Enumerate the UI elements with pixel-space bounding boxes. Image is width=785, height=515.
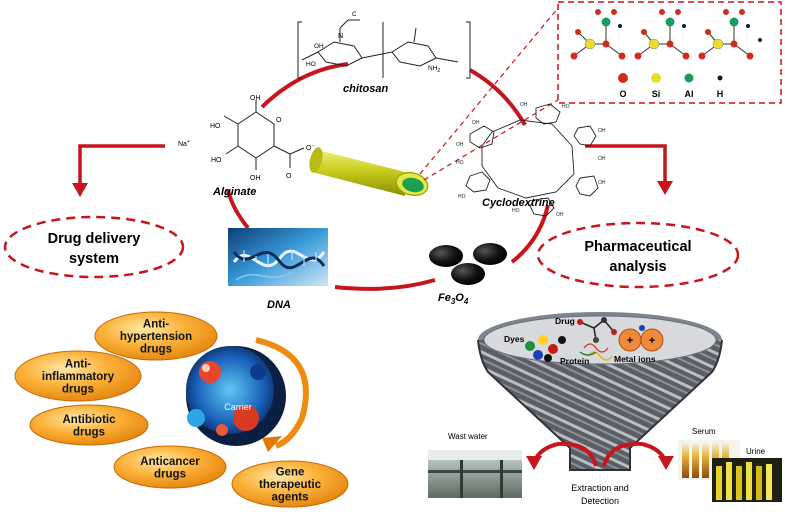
chitosan-label-n: N [338, 33, 343, 40]
cyclodextrine-label: Cyclodextrine [482, 197, 555, 209]
alginate-label-o: O [286, 173, 292, 180]
serum-label: Serum [692, 427, 716, 436]
drug-chip-5-line-3: agents [271, 492, 308, 504]
drug-chip-1-line-1: Anti- [143, 319, 169, 331]
drug-chip-5-line-1: Gene [276, 467, 305, 479]
svg-text:OH: OH [456, 142, 464, 148]
chitosan-label-ch3: C [352, 12, 357, 18]
arrow-to-drug-delivery [72, 144, 165, 197]
drug-chip-3-line-1: Antibiotic [62, 414, 116, 426]
chitosan-label-nh2: NH2 [428, 65, 440, 74]
svg-text:OH: OH [598, 128, 606, 134]
alginate-label-oh-bottom: OH [250, 175, 261, 182]
urine-label: Urine [746, 447, 766, 456]
svg-text:HO: HO [456, 160, 464, 166]
svg-text:HO: HO [458, 194, 466, 200]
carrier-cycle-arrow [255, 337, 309, 452]
chitosan-structure [297, 19, 471, 79]
chitosan-label-oh: OH [314, 43, 324, 50]
legend-swatch-h [717, 75, 723, 81]
alginate-label-ho: HO [210, 123, 221, 130]
drug-delivery-ellipse [3, 215, 185, 279]
svg-text:OH: OH [520, 102, 528, 108]
carrier-sphere [186, 346, 286, 446]
svg-text:OH: OH [598, 180, 606, 186]
svg-text:OH: OH [598, 156, 606, 162]
funnel-contents: + + [525, 317, 664, 362]
chitosan-label: chitosan [343, 83, 389, 95]
funnel-label-drug: Drug [555, 316, 575, 326]
alginate-structure [223, 100, 305, 170]
drug-chips: Anti-hypertensiondrugsAnti-inflammatoryd… [14, 311, 349, 508]
drug-delivery-label-line2: system [69, 251, 119, 267]
dna-label: DNA [267, 299, 291, 311]
drug-chip-2-line-3: drugs [62, 384, 94, 396]
alginate-label-ho-2: HO [211, 157, 222, 164]
svg-text:HO: HO [562, 104, 570, 110]
waste-water-photo [428, 450, 522, 498]
svg-text:+: + [649, 335, 655, 347]
funnel [477, 312, 723, 471]
drug-chip-2-line-2: inflammatory [42, 371, 115, 383]
svg-text:+: + [627, 335, 633, 347]
extraction-label-line1: Extraction and [571, 483, 629, 493]
central-ring [226, 62, 550, 291]
legend-label-h: H [717, 89, 724, 99]
atomic-structure-box: O Si Al H [557, 1, 782, 104]
svg-text:OH: OH [556, 212, 564, 218]
waste-water-label: Wast water [448, 432, 488, 441]
drug-chip-2-line-1: Anti- [65, 359, 91, 371]
legend-label-al: Al [685, 89, 694, 99]
cyclodextrine-annotations: OH OH HO OH OH OH OH HO HO HO OH [456, 102, 606, 218]
fe3o4-particles [429, 243, 507, 285]
drug-chip-3-line-2: drugs [73, 426, 105, 438]
dna-image [228, 228, 328, 286]
urine-tubes-photo [712, 458, 782, 502]
drug-chip-4-line-2: drugs [154, 468, 186, 480]
svg-text:OH: OH [472, 120, 480, 126]
zoom-line-lower [423, 99, 559, 181]
zoom-line-upper [419, 7, 559, 175]
alginate-label-na: Na+ [178, 139, 190, 148]
carrier-label: Carrier [224, 402, 252, 412]
pharma-analysis-ellipse [536, 221, 740, 289]
alginate-label-ring-o: O [276, 117, 282, 124]
legend-swatch-o [618, 73, 628, 83]
legend-label-si: Si [652, 89, 661, 99]
legend-swatch-si [651, 73, 661, 83]
drug-chip-1-line-2: hypertension [120, 331, 192, 343]
chitosan-label-ho: HO [306, 61, 316, 68]
pharma-label-line2: analysis [609, 259, 666, 275]
drug-chip-4-line-1: Anticancer [140, 456, 200, 468]
nanotube-image [309, 147, 429, 197]
funnel-label-dyes: Dyes [504, 334, 525, 344]
legend-row: O Si Al H [618, 73, 723, 99]
alginate-label: Alginate [212, 186, 256, 198]
funnel-label-metal-ions: Metal ions [614, 354, 656, 364]
legend-swatch-al [684, 73, 694, 83]
funnel-label-protein: Protein [560, 356, 589, 366]
fe3o4-label: Fe3O4 [438, 292, 469, 306]
drug-chip-5-line-2: therapeutic [259, 479, 322, 491]
pharma-label-line1: Pharmaceutical [584, 239, 691, 255]
extraction-label-line2: Detection [581, 496, 619, 506]
alginate-label-oh-top: OH [250, 95, 261, 102]
cyclodextrine-structure [465, 103, 599, 217]
extraction-arrows [526, 441, 674, 470]
drug-chip-1-line-3: drugs [140, 344, 172, 356]
alginate-label-ominus: O− [306, 143, 314, 152]
svg-text:HO: HO [512, 208, 520, 214]
drug-delivery-label-line1: Drug delivery [48, 231, 141, 247]
arrow-to-pharma [585, 144, 673, 195]
legend-label-o: O [619, 89, 626, 99]
